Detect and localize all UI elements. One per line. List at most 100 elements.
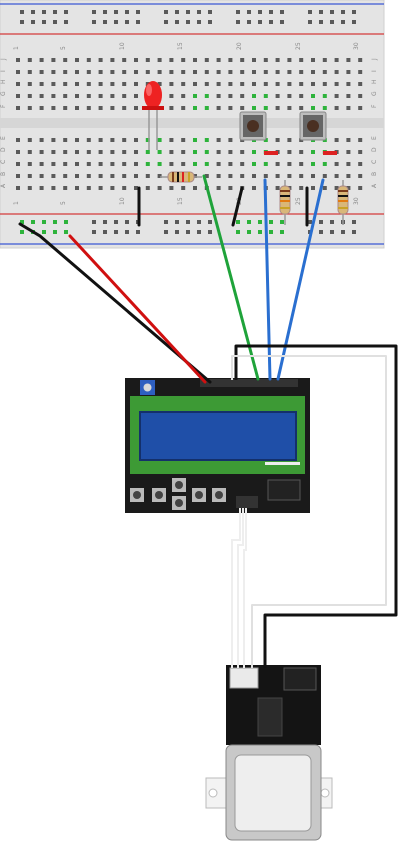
breadboard-hole <box>334 162 339 166</box>
breadboard-hole <box>287 150 292 154</box>
breadboard-hole <box>86 162 91 166</box>
breadboard-hole <box>341 10 345 14</box>
breadboard-hole <box>110 186 115 190</box>
breadboard-hole <box>263 162 268 166</box>
breadboard-hole <box>204 150 209 154</box>
breadboard-hole <box>228 94 233 98</box>
breadboard-hole <box>252 174 256 178</box>
breadboard-hole <box>204 162 209 166</box>
breadboard-hole <box>269 220 273 224</box>
breadboard-hole <box>240 150 245 154</box>
breadboard-hole <box>64 230 68 234</box>
breadboard-hole <box>86 186 91 190</box>
breadboard-hole <box>27 94 32 98</box>
breadboard-hole <box>186 230 190 234</box>
breadboard-hole <box>275 94 280 98</box>
breadboard-hole <box>193 58 197 62</box>
breadboard-hole <box>346 138 351 142</box>
breadboard-hole <box>299 70 304 74</box>
breadboard-hole <box>16 150 20 154</box>
breadboard-hole <box>103 10 107 14</box>
breadboard-hole <box>236 10 240 14</box>
breadboard-hole <box>75 138 79 142</box>
breadboard-hole <box>228 106 233 110</box>
breadboard-hole <box>269 230 273 234</box>
breadboard-hole <box>16 94 20 98</box>
breadboard-hole <box>240 162 245 166</box>
breadboard-hole <box>63 138 68 142</box>
breadboard-hole <box>236 230 240 234</box>
breadboard-hole <box>311 150 315 154</box>
wire-black-loop <box>234 344 398 668</box>
breadboard-hole <box>216 150 221 154</box>
breadboard-hole <box>92 10 96 14</box>
breadboard-hole <box>145 70 150 74</box>
breadboard-hole <box>31 20 35 24</box>
breadboard-hole <box>280 20 284 24</box>
breadboard-hole <box>228 138 233 142</box>
breadboard-hole <box>258 10 262 14</box>
breadboard-hole <box>287 174 292 178</box>
breadboard-hole <box>134 94 138 98</box>
breadboard-hole <box>181 186 186 190</box>
breadboard-hole <box>208 20 212 24</box>
breadboard-hole <box>169 106 174 110</box>
breadboard-hole <box>75 106 79 110</box>
breadboard-hole <box>16 106 20 110</box>
breadboard-hole <box>334 186 339 190</box>
breadboard-hole <box>122 186 127 190</box>
breadboard-hole <box>134 58 138 62</box>
breadboard-hole <box>358 150 363 154</box>
breadboard-holes <box>16 10 363 234</box>
breadboard-hole <box>134 138 138 142</box>
breadboard-hole <box>75 58 79 62</box>
breadboard-hole <box>236 20 240 24</box>
breadboard-hole <box>64 20 68 24</box>
breadboard-hole <box>236 220 240 224</box>
breadboard-hole <box>346 106 351 110</box>
row-letter-a-right: A <box>371 183 378 188</box>
breadboard-hole <box>63 70 68 74</box>
resistor-led-body <box>167 171 195 183</box>
breadboard-hole <box>39 70 44 74</box>
button-up-cap <box>175 481 183 489</box>
breadboard-hole <box>311 186 315 190</box>
breadboard-hole <box>247 20 251 24</box>
breadboard-hole <box>134 174 138 178</box>
jumper-red-2 <box>323 151 337 155</box>
row-letter-g-right: G <box>371 91 378 96</box>
breadboard-hole <box>51 162 56 166</box>
breadboard-hole <box>103 220 107 224</box>
breadboard-hole <box>193 82 197 86</box>
breadboard-hole <box>216 162 221 166</box>
breadboard-hole <box>157 162 162 166</box>
breadboard-hole <box>110 138 115 142</box>
breadboard-hole <box>145 186 150 190</box>
resistor-button-1-band1 <box>280 190 290 192</box>
breadboard-hole <box>27 82 32 86</box>
breadboard-hole <box>39 174 44 178</box>
breadboard-hole <box>110 106 115 110</box>
breadboard-hole <box>20 10 24 14</box>
breadboard-hole <box>27 174 32 178</box>
button-right-cap <box>195 491 203 499</box>
breadboard-hole <box>216 70 221 74</box>
breadboard-hole <box>311 174 315 178</box>
resistor-led-band1 <box>172 172 174 182</box>
breadboard-hole <box>240 94 245 98</box>
breadboard-hole <box>103 230 107 234</box>
breadboard-hole <box>122 82 127 86</box>
breadboard-hole <box>346 94 351 98</box>
breadboard-hole <box>63 58 68 62</box>
row-letter-c-left: C <box>0 160 7 164</box>
pushbutton-2-cap <box>307 120 319 132</box>
breadboard-hole <box>358 58 363 62</box>
col-num-1: 1 <box>13 46 20 50</box>
breadboard-hole <box>216 106 221 110</box>
breadboard-hole <box>134 162 138 166</box>
breadboard-hole <box>311 106 315 110</box>
breadboard-hole <box>334 106 339 110</box>
breadboard-hole <box>193 174 197 178</box>
breadboard-hole <box>358 82 363 86</box>
breadboard-hole <box>299 174 304 178</box>
